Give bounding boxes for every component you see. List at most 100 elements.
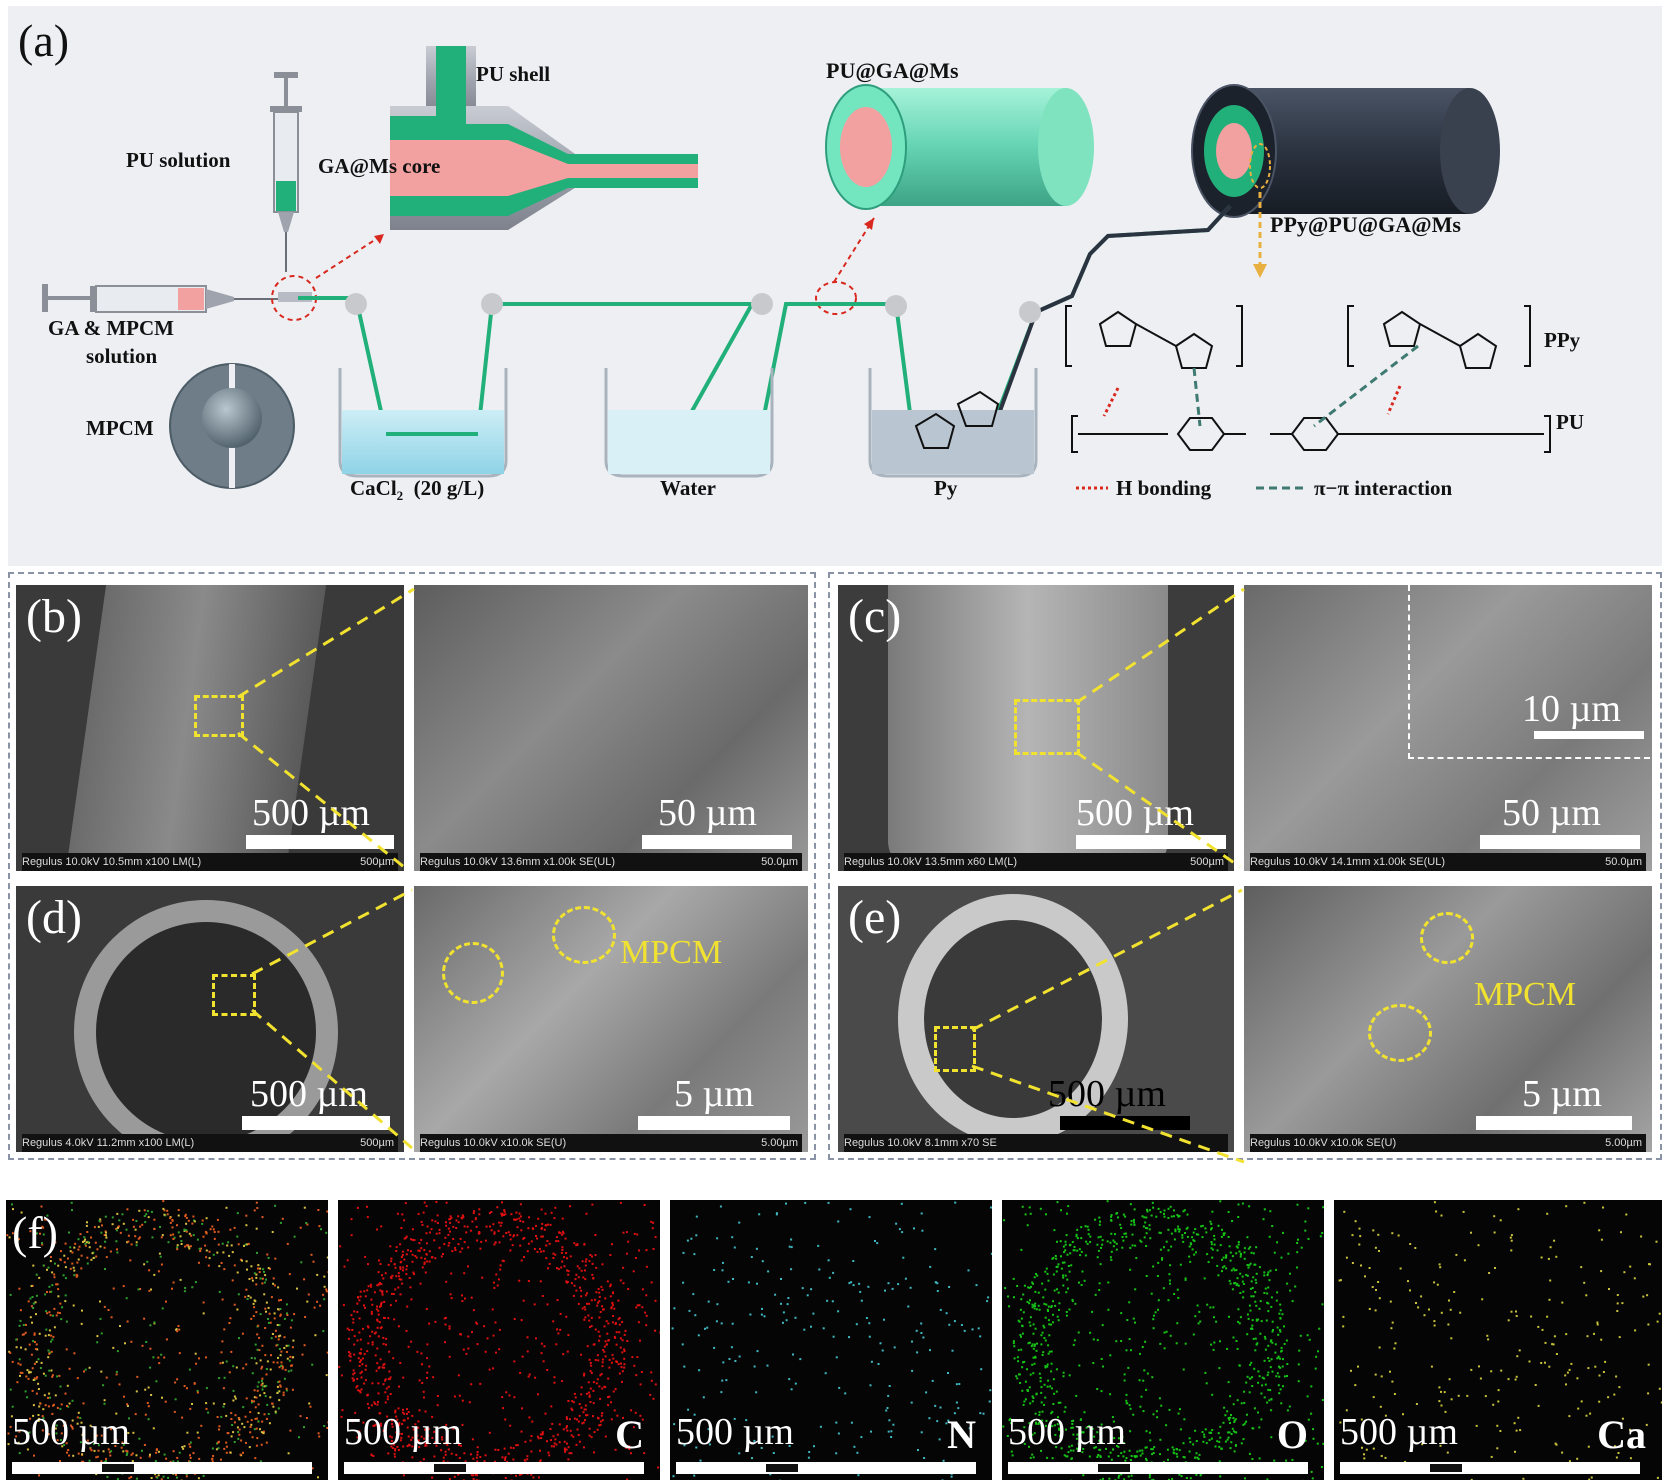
- inset-scale-label: 10 µm: [1522, 688, 1621, 730]
- sem-meta: Regulus 10.0kV x10.0k SE(U)5.00µm: [1250, 1134, 1646, 1152]
- pi-pi-legend: π−π interaction: [1314, 476, 1453, 500]
- element-label: Ca: [1597, 1412, 1646, 1457]
- scale-label: 500 µm: [252, 792, 370, 834]
- element-label: N: [947, 1412, 976, 1457]
- scale-label: 500 µm: [12, 1411, 130, 1453]
- scale-bar: [1340, 1462, 1640, 1474]
- scale-label: 500 µm: [1048, 1073, 1166, 1115]
- sem-meta: Regulus 10.0kV 8.1mm x70 SE: [844, 1134, 1228, 1152]
- eds-dots: [1338, 1201, 1662, 1480]
- pu-ga-ms-fiber-icon: [825, 84, 1094, 210]
- mpcm-circle: [1420, 912, 1474, 964]
- zoom-box: [934, 1026, 976, 1072]
- scale-bar: [1476, 1116, 1632, 1130]
- scale-label: 500 µm: [676, 1411, 794, 1453]
- group-box-b-d: [8, 572, 816, 1160]
- water-beaker-icon: [604, 368, 774, 478]
- fiber-path: [298, 204, 1232, 446]
- eds-dots: [671, 1201, 992, 1480]
- sem-meta: Regulus 10.0kV 13.5mm x60 LM(L)500µm: [844, 853, 1228, 871]
- zoom-box: [194, 695, 244, 737]
- ppy-label: PPy: [1544, 328, 1581, 352]
- mpcm-circle: [1368, 1004, 1432, 1062]
- sem-e-overview: (e) 500 µm Regulus 10.0kV 8.1mm x70 SE: [838, 886, 1234, 1152]
- eds-map-c: 500 µm C: [338, 1200, 660, 1480]
- sem-e-zoom: MPCM 5 µm Regulus 10.0kV x10.0k SE(U)5.0…: [1244, 886, 1652, 1152]
- pu-solution-label: PU solution: [126, 148, 231, 172]
- zoom-box: [212, 974, 256, 1016]
- schematic-panel-a: (a) PU solution PU shell GA@Ms core PU@G…: [8, 6, 1662, 566]
- scale-bar: [676, 1462, 976, 1474]
- sem-b-overview: (b) 500 µm Regulus 10.0kV 10.5mm x100 LM…: [16, 585, 404, 871]
- scale-bar: [638, 1116, 790, 1130]
- zoom-box: [1014, 699, 1080, 755]
- pu-label: PU: [1556, 410, 1584, 434]
- scale-bar: [344, 1462, 644, 1474]
- mpcm-circle: [552, 906, 616, 964]
- element-label: O: [1276, 1412, 1308, 1457]
- pu-syringe-icon: [270, 72, 302, 272]
- eds-map-o: 500 µm O: [1002, 1200, 1324, 1480]
- panel-c-letter: (c): [848, 590, 902, 643]
- sem-b-zoom: 50 µm Regulus 10.0kV 13.6mm x1.00k SE(UL…: [414, 585, 808, 871]
- scale-bar: [1480, 835, 1640, 849]
- sem-d-overview: (d) 500 µm Regulus 4.0kV 11.2mm x100 LM(…: [16, 886, 404, 1152]
- panel-b-letter: (b): [26, 590, 82, 643]
- panel-e-letter: (e): [848, 891, 902, 944]
- eds-map-overlay: (f) 500 µm: [6, 1200, 328, 1480]
- ga-ms-core-label: GA@Ms core: [318, 154, 441, 178]
- scale-bar: [1060, 1116, 1190, 1130]
- panel-a-letter: (a): [18, 15, 70, 66]
- cacl2-beaker-icon: [338, 368, 508, 478]
- scale-bar: [642, 835, 792, 849]
- eds-dots: [6, 1200, 328, 1480]
- scale-bar: [246, 835, 394, 849]
- coaxial-nozzle-icon: [390, 46, 698, 230]
- scale-bar: [1008, 1462, 1308, 1474]
- fabrication-schematic: [42, 46, 1551, 490]
- cacl2-label: CaCl2 (20 g/L): [350, 476, 485, 504]
- inset-scale-bar: [1534, 731, 1644, 739]
- sem-meta: Regulus 10.0kV 13.6mm x1.00k SE(UL)50.0µ…: [420, 853, 802, 871]
- py-beaker-icon: [868, 368, 1038, 478]
- py-label: Py: [934, 476, 958, 500]
- ga-mpcm-label: GA & MPCM: [48, 316, 174, 340]
- element-label: C: [615, 1412, 644, 1457]
- scale-label: 50 µm: [1502, 792, 1601, 834]
- eds-map-n: 500 µm N: [670, 1200, 992, 1480]
- sem-meta: Regulus 10.0kV x10.0k SE(U)5.00µm: [420, 1134, 802, 1152]
- eds-map-ca: 500 µm Ca: [1334, 1200, 1662, 1480]
- sem-meta: Regulus 10.0kV 14.1mm x1.00k SE(UL)50.0µ…: [1250, 853, 1646, 871]
- mpcm-annotation: MPCM: [620, 934, 723, 971]
- scale-label: 5 µm: [674, 1073, 754, 1115]
- mpcm-label: MPCM: [86, 416, 154, 440]
- eds-dots: [1002, 1200, 1324, 1480]
- mpcm-capsule-icon: [169, 363, 295, 489]
- h-bonding-legend: H bonding: [1116, 476, 1212, 500]
- scale-label: 500 µm: [1076, 792, 1194, 834]
- panel-d-letter: (d): [26, 891, 82, 944]
- sem-meta: Regulus 4.0kV 11.2mm x100 LM(L)500µm: [22, 1134, 398, 1152]
- panel-f-letter: (f): [12, 1207, 58, 1258]
- scale-label: 500 µm: [344, 1411, 462, 1453]
- scale-label: 5 µm: [1522, 1073, 1602, 1115]
- mpcm-circle: [442, 942, 504, 1004]
- scale-label: 50 µm: [658, 792, 757, 834]
- sem-c-zoom: 10 µm 50 µm Regulus 10.0kV 14.1mm x1.00k…: [1244, 585, 1652, 871]
- water-label: Water: [660, 476, 716, 500]
- sem-d-zoom: MPCM 5 µm Regulus 10.0kV x10.0k SE(U)5.0…: [414, 886, 808, 1152]
- solution-label: solution: [86, 344, 158, 368]
- pu-ga-ms-label: PU@GA@Ms: [826, 58, 959, 83]
- scale-bar: [242, 1116, 390, 1130]
- scale-bar: [1076, 835, 1226, 849]
- scale-label: 500 µm: [1008, 1411, 1126, 1453]
- ga-mpcm-syringe-icon: [42, 284, 278, 313]
- group-box-c-e: [828, 572, 1662, 1160]
- sem-meta: Regulus 10.0kV 10.5mm x100 LM(L)500µm: [22, 853, 398, 871]
- inset-frame: [1408, 585, 1650, 759]
- sem-c-overview: (c) 500 µm Regulus 10.0kV 13.5mm x60 LM(…: [838, 585, 1234, 871]
- ppy-pu-ga-ms-label: PPy@PU@GA@Ms: [1270, 212, 1461, 237]
- ppy-pu-structure: [1065, 305, 1551, 453]
- scale-label: 500 µm: [1340, 1411, 1458, 1453]
- pu-shell-label: PU shell: [476, 62, 551, 86]
